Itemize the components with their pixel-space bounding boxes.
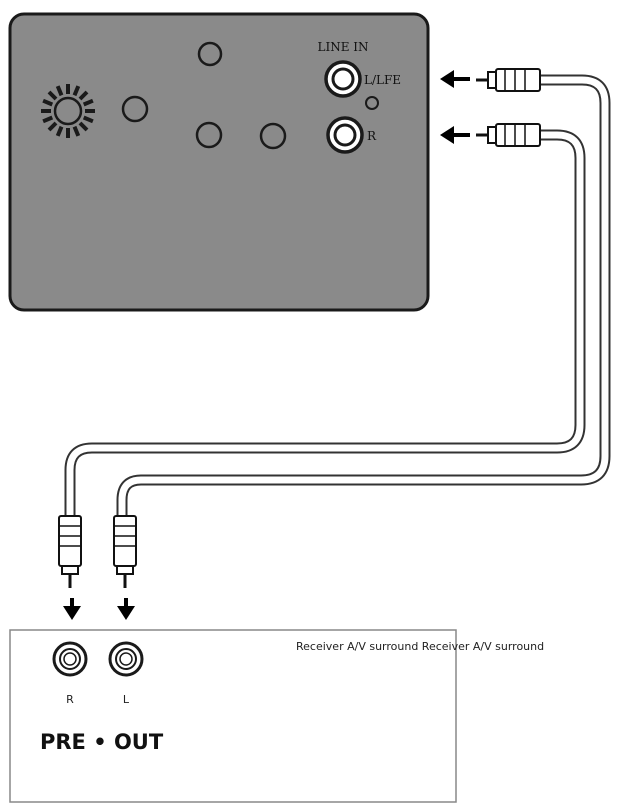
knob (195, 121, 223, 149)
rca-plug-icon (476, 68, 541, 92)
cable-r (64, 129, 586, 520)
knob (259, 122, 287, 150)
arrow-left-icon (440, 126, 470, 144)
receiver-caption: Receiver A/V surround Receiver A/V surro… (296, 640, 544, 653)
receiver-panel: R L PRE • OUT (9, 629, 457, 803)
line-in-label: LINE IN (317, 40, 368, 54)
rca-plug-icon (476, 123, 541, 147)
pre-out-left-jack (108, 641, 144, 677)
arrow-down-icon (63, 598, 81, 620)
r-label: R (367, 129, 377, 143)
rca-plug-icon (58, 515, 82, 588)
knob (197, 41, 223, 67)
subwoofer-panel: LINE IN L/LFE R (8, 12, 430, 312)
line-in-left-jack (324, 60, 362, 98)
cable-l-lfe (116, 74, 611, 520)
pre-out-right-jack (52, 641, 88, 677)
receiver-r-label: R (66, 693, 74, 706)
arrow-left-icon (440, 70, 470, 88)
knob (121, 95, 149, 123)
arrow-down-icon (117, 598, 135, 620)
pre-out-label: PRE • OUT (40, 730, 164, 754)
rca-plug-icon (113, 515, 137, 588)
line-in-right-jack (326, 116, 364, 154)
sun-burst-icon (41, 84, 95, 138)
l-lfe-label: L/LFE (364, 73, 401, 87)
indicator-led (365, 96, 379, 110)
receiver-l-label: L (123, 693, 130, 706)
